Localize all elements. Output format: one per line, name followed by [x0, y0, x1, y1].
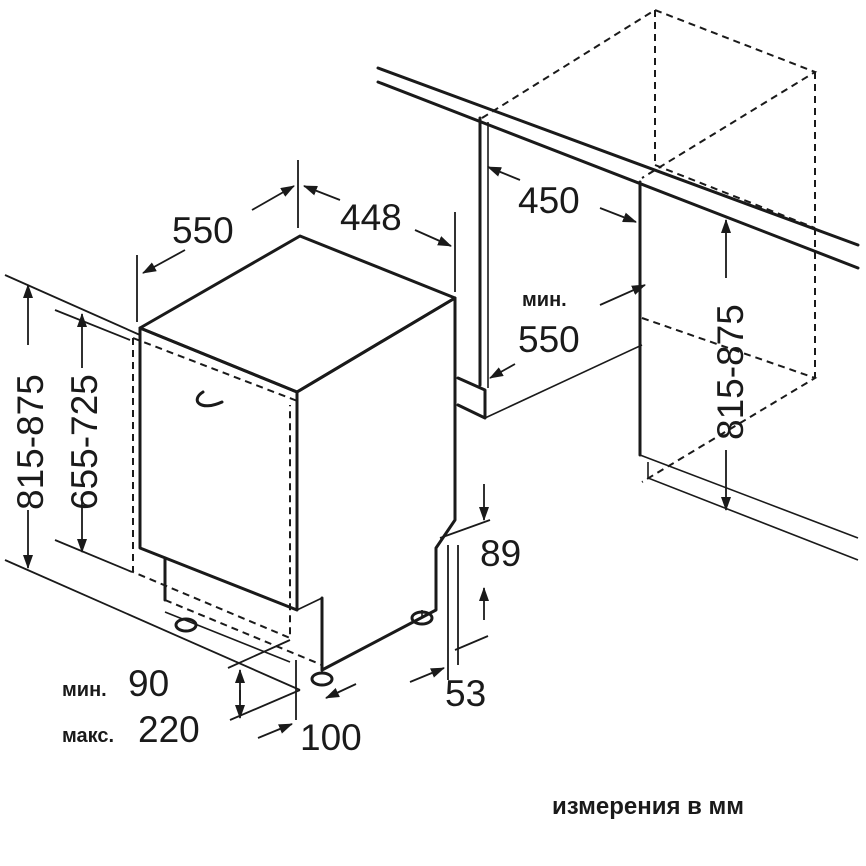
countertop-top-edge	[376, 66, 860, 247]
plinth-bottom-label: 53	[445, 673, 486, 714]
niche-depth-arrow-right	[599, 207, 637, 223]
width-label: 448	[340, 197, 402, 238]
left-cabinet-base	[456, 376, 487, 420]
width-arrow-left	[303, 185, 341, 201]
plinth-depth-label: 100	[300, 717, 362, 758]
door-handle	[195, 390, 224, 408]
total-height-ext-top	[4, 274, 141, 336]
dishwasher-side-face	[295, 296, 457, 672]
door-height-ext-bottom	[54, 539, 133, 573]
door-height-ext-top	[54, 309, 131, 341]
front-right-foot	[310, 671, 334, 687]
plinth-outline	[164, 599, 323, 666]
door-panel-outline	[132, 338, 291, 640]
countertop-bottom-edge	[376, 80, 860, 270]
niche-width-arrow-left	[489, 363, 516, 379]
total-height-label: 815-875	[10, 374, 51, 510]
plinth-min-prefix: мин.	[62, 679, 107, 701]
depth-label: 550	[172, 210, 234, 251]
niche-mid-edge	[654, 164, 816, 229]
door-height-label: 655-725	[64, 374, 105, 510]
dimension-lines	[4, 160, 731, 739]
niche-width-label: 550	[518, 319, 580, 360]
left-cabinet-plinth	[484, 344, 643, 419]
niche-height-label: 815-875	[710, 304, 751, 440]
front-left-foot	[174, 617, 198, 633]
niche-floor-outline	[641, 317, 818, 483]
lower-frame-line	[296, 597, 323, 611]
plinth-bottom-arrow-left	[409, 667, 445, 683]
niche-width-arrow-right	[599, 284, 646, 306]
plinth-max-prefix: макс.	[62, 725, 114, 747]
right-cabinet-plinth	[647, 462, 859, 561]
plinth-depth-arrow-right	[325, 683, 357, 699]
total-height-ext-bottom	[4, 559, 301, 691]
plinth-min-label: 90	[128, 663, 169, 704]
right-cabinet-bottom	[639, 454, 859, 539]
kitchen-niche	[376, 8, 860, 561]
plinth-max-label: 220	[138, 709, 200, 750]
depth-arrow-left	[142, 249, 186, 274]
niche-depth-label: 450	[518, 180, 580, 221]
niche-depth-arrow-left	[487, 166, 521, 181]
plinth-top-label: 89	[480, 533, 521, 574]
niche-top-outline	[481, 8, 818, 179]
dimension-labels: 550 448 450 мин. 550 815-875 815-875 655…	[10, 180, 751, 820]
width-arrow-right	[414, 229, 452, 247]
door-panel-top	[132, 337, 301, 403]
units-caption: измерения в мм	[552, 793, 744, 820]
dishwasher-body	[132, 234, 457, 687]
depth-arrow-right	[251, 185, 295, 211]
niche-min-label: мин.	[522, 289, 567, 311]
dishwasher-top-face	[138, 234, 457, 394]
plinth-range-ext-top	[227, 639, 291, 669]
plinth-bottom-ext-3	[454, 635, 489, 651]
plinth-top-ext	[439, 519, 491, 539]
plinth-depth-arrow-left	[257, 723, 293, 739]
